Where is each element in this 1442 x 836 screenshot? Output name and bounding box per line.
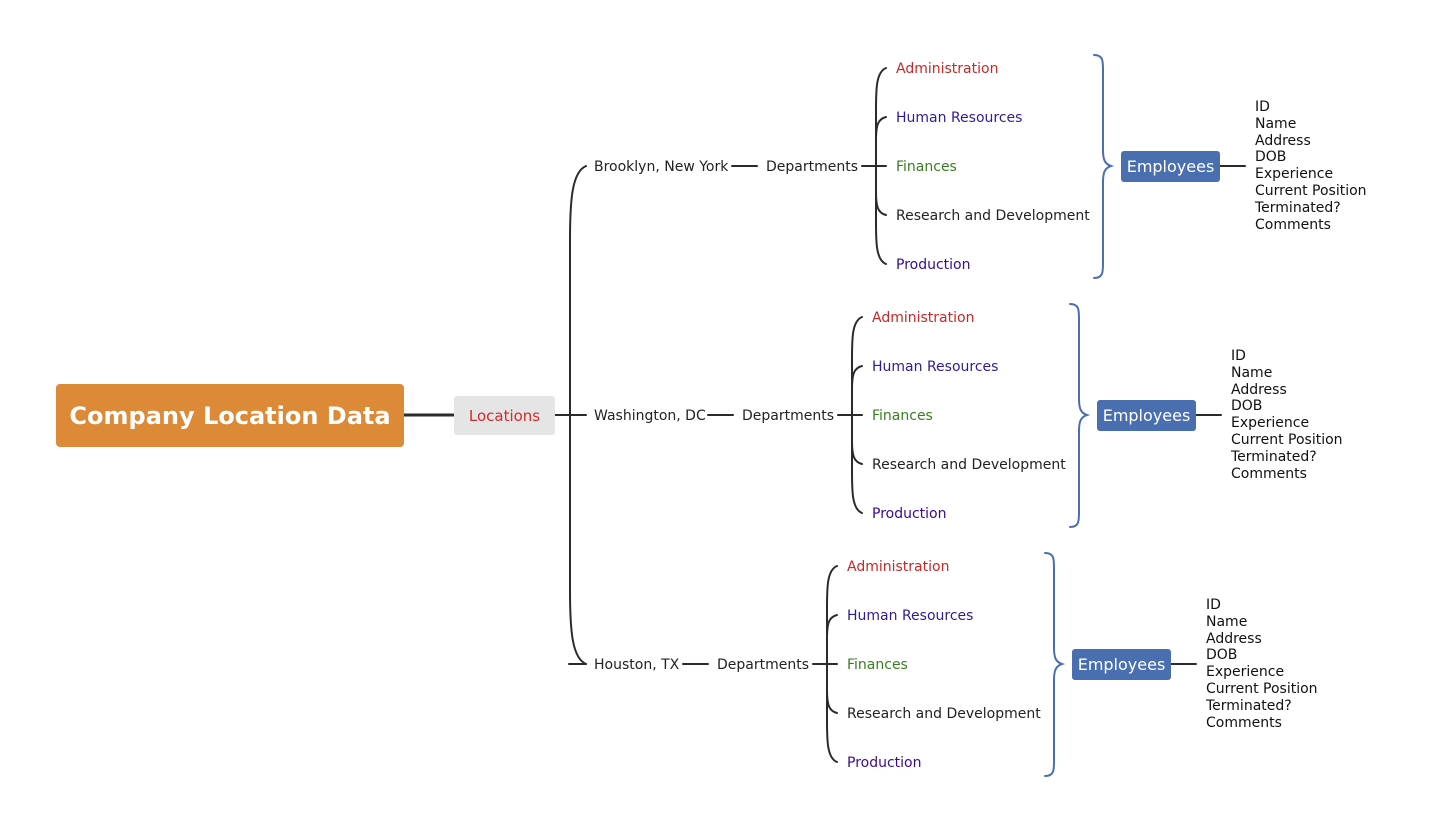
city-label[interactable]: Brooklyn, New York (594, 159, 729, 175)
employee-field: ID (1231, 348, 1246, 364)
employee-fields-list: ID Name Address DOB Experience Current P… (1255, 99, 1367, 233)
employee-field: Experience (1206, 664, 1285, 681)
department-fan-trunk (826, 565, 838, 763)
city-label[interactable]: Washington, DC (594, 408, 706, 424)
department-human-resources[interactable]: Human Resources (896, 110, 1023, 126)
department-research-and-development[interactable]: Research and Development (896, 208, 1090, 224)
employee-field: Experience (1255, 166, 1334, 183)
employee-fields-list: ID Name Address DOB Experience Current P… (1206, 597, 1318, 731)
employees-label: Employees (1102, 406, 1191, 425)
employees-bracket (1069, 303, 1091, 528)
employee-field: Comments (1231, 465, 1307, 482)
employee-field: DOB (1255, 149, 1287, 166)
root-topic[interactable]: Company Location Data (56, 384, 404, 447)
department-finances[interactable]: Finances (896, 159, 957, 175)
locations-topic[interactable]: Locations (454, 396, 555, 435)
employee-field: Experience (1231, 415, 1310, 432)
employee-field: DOB (1231, 398, 1263, 415)
department-research-and-development[interactable]: Research and Development (847, 706, 1041, 722)
department-finances[interactable]: Finances (872, 408, 933, 424)
employee-field: Current Position (1206, 680, 1318, 697)
employees-node[interactable]: Employees (1121, 151, 1220, 182)
employee-field: Current Position (1231, 431, 1343, 448)
department-fan-branch (851, 365, 863, 390)
employee-fields-list: ID Name Address DOB Experience Current P… (1231, 348, 1343, 482)
department-administration[interactable]: Administration (896, 61, 999, 77)
department-administration[interactable]: Administration (872, 310, 975, 326)
department-human-resources[interactable]: Human Resources (872, 359, 999, 375)
department-production[interactable]: Production (847, 755, 922, 771)
employee-field: Terminated? (1255, 199, 1341, 216)
employee-field: Comments (1255, 216, 1331, 233)
city-label[interactable]: Houston, TX (594, 657, 680, 673)
employee-field: Current Position (1255, 182, 1367, 199)
employee-field: ID (1206, 597, 1221, 613)
employees-bracket (1093, 54, 1115, 279)
department-production[interactable]: Production (872, 506, 947, 522)
employee-field: Address (1255, 132, 1311, 149)
departments-label[interactable]: Departments (766, 159, 859, 175)
department-fan-branch (826, 614, 838, 639)
employee-field: Address (1231, 381, 1287, 398)
locations-topic-label: Locations (468, 406, 541, 425)
employees-label: Employees (1126, 157, 1215, 176)
employee-field: Name (1206, 613, 1248, 630)
employee-field: Name (1231, 364, 1273, 381)
department-production[interactable]: Production (896, 257, 971, 273)
department-fan-trunk (875, 67, 887, 265)
department-administration[interactable]: Administration (847, 559, 950, 575)
department-finances[interactable]: Finances (847, 657, 908, 673)
department-fan-branch (826, 689, 838, 714)
department-research-and-development[interactable]: Research and Development (872, 457, 1066, 473)
employee-field: Name (1255, 115, 1297, 132)
employees-node[interactable]: Employees (1072, 649, 1171, 680)
departments-label[interactable]: Departments (742, 408, 835, 424)
employee-field: DOB (1206, 647, 1238, 664)
employees-node[interactable]: Employees (1097, 400, 1196, 431)
employee-field: Comments (1206, 714, 1282, 731)
departments-label[interactable]: Departments (717, 657, 810, 673)
department-human-resources[interactable]: Human Resources (847, 608, 974, 624)
employee-field: Terminated? (1231, 448, 1317, 465)
root-topic-label: Company Location Data (69, 401, 391, 430)
department-fan-trunk (851, 316, 863, 514)
employee-field: Terminated? (1206, 697, 1292, 714)
department-fan-branch (875, 116, 887, 141)
employee-field: Address (1206, 630, 1262, 647)
department-fan-branch (875, 191, 887, 216)
employee-field: ID (1255, 99, 1270, 115)
department-fan-branch (851, 440, 863, 465)
employees-label: Employees (1077, 655, 1166, 674)
employees-bracket (1044, 552, 1066, 777)
